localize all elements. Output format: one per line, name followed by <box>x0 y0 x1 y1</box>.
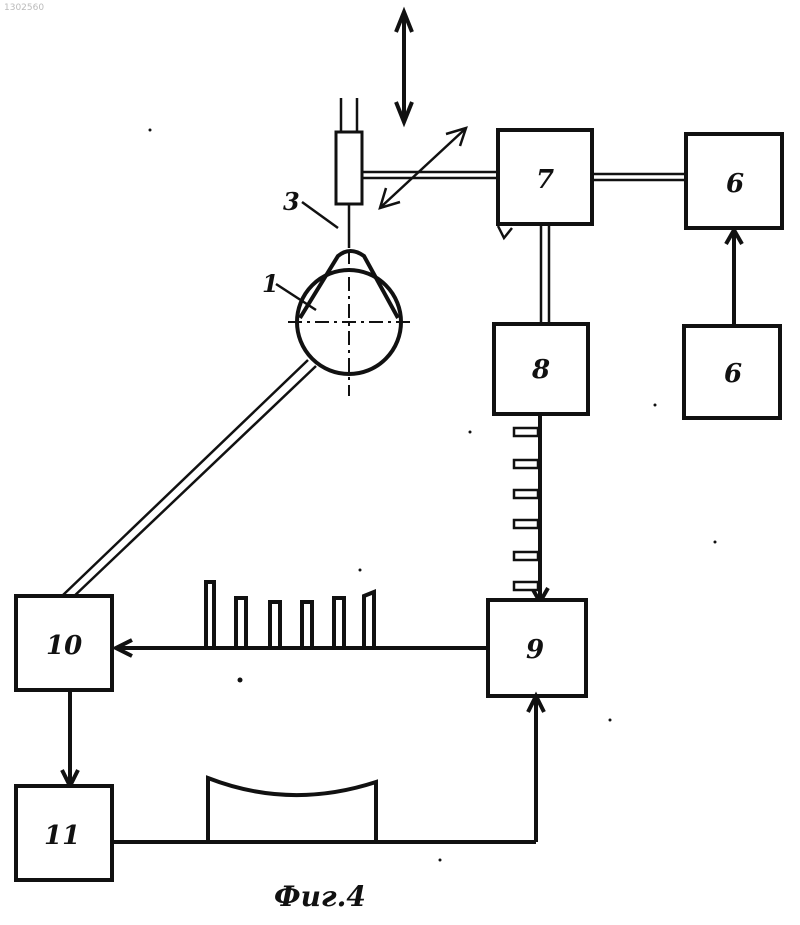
vertical-motion-arrow <box>396 12 412 122</box>
link-9-to-10 <box>116 582 488 656</box>
block-8-label: 8 <box>531 355 550 385</box>
scan-specks <box>149 129 717 862</box>
label-3: 3 <box>283 187 300 216</box>
probe-element <box>336 98 362 248</box>
link-7-to-6 <box>592 174 686 180</box>
block-9-label: 9 <box>526 635 544 665</box>
link-11-to-9 <box>112 696 544 842</box>
link-7-to-8 <box>541 224 549 324</box>
label-1: 1 <box>262 269 279 298</box>
figure-caption: Фиг.4 <box>274 880 366 913</box>
block-6-top-label: 6 <box>726 169 744 199</box>
block-10-label: 10 <box>46 631 82 661</box>
block-11-label: 11 <box>44 821 80 851</box>
diagonal-motion-arrow <box>380 128 466 208</box>
arrow-10-to-11 <box>62 690 78 786</box>
block-6-bottom-label: 6 <box>724 359 742 389</box>
patent-id: 1302560 <box>4 3 44 13</box>
leader-3 <box>302 202 338 228</box>
block-7-label: 7 <box>536 165 554 195</box>
link-8-to-9 <box>514 414 548 602</box>
arrow-6-up <box>726 230 742 326</box>
link-1-to-10 <box>62 360 316 600</box>
mark-7 <box>498 226 512 238</box>
link-probe-to-7 <box>362 172 498 178</box>
